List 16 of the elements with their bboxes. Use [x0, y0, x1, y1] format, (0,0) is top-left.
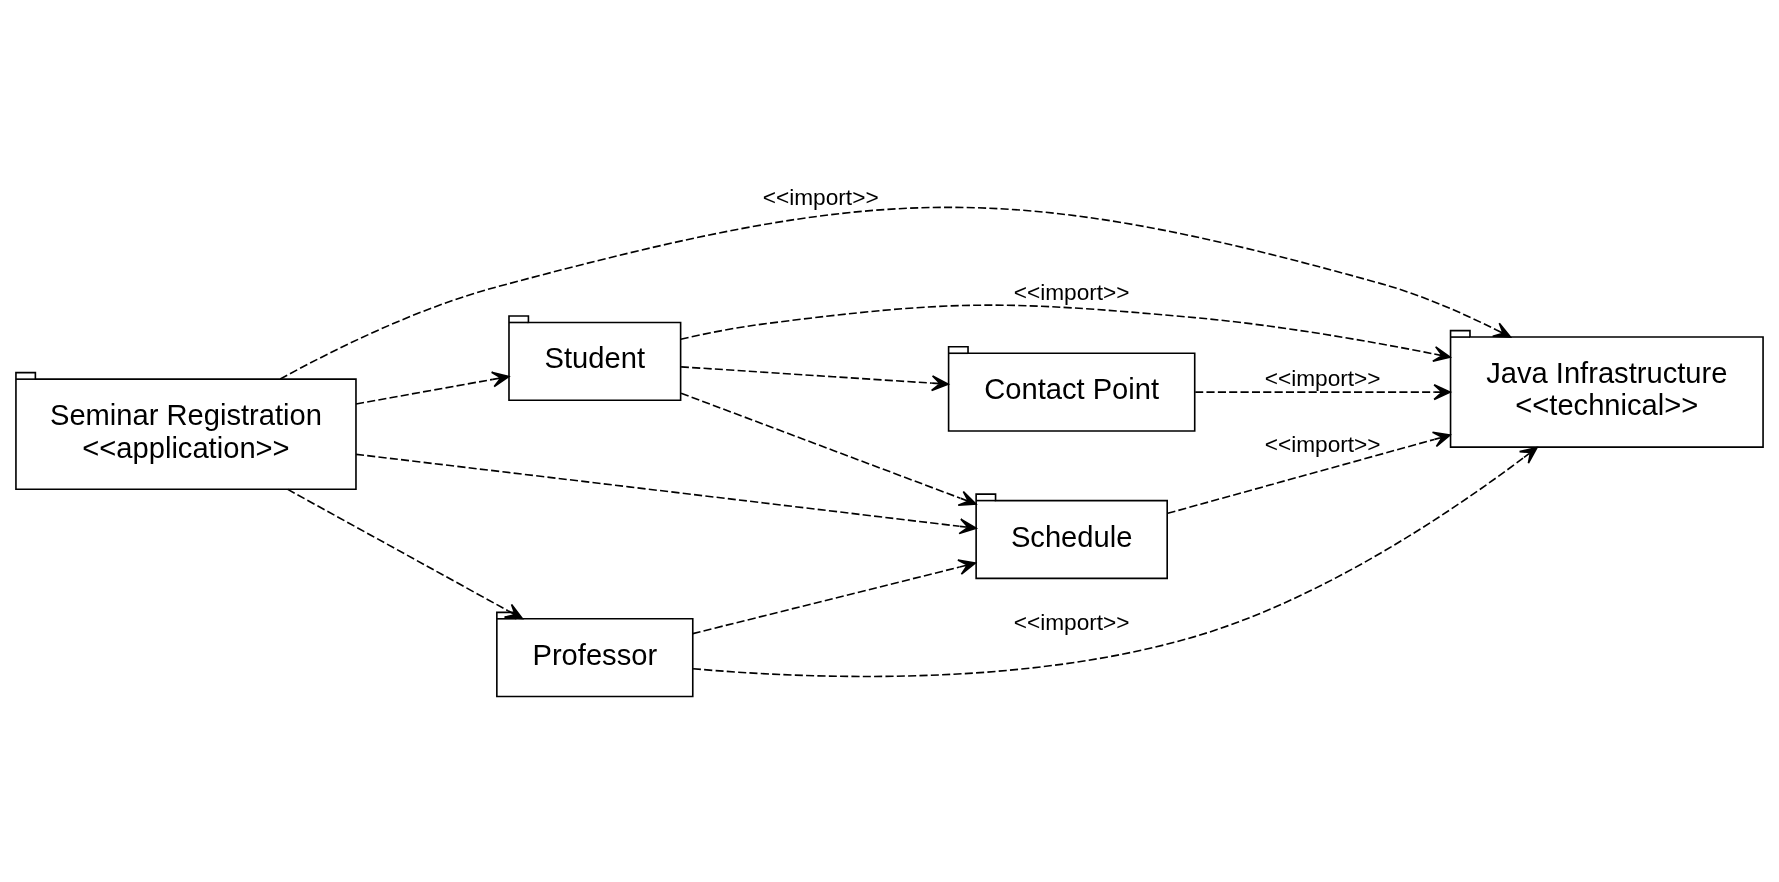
- edge-label: <<import>>: [1013, 278, 1130, 305]
- arrow: [279, 206, 1512, 380]
- arrow: [679, 303, 1451, 362]
- arrow: [1166, 431, 1451, 514]
- arrow: [355, 453, 977, 534]
- arrow: [286, 488, 524, 619]
- arrow: [1194, 383, 1452, 400]
- edge-label: <<import>>: [762, 183, 879, 210]
- arrow: [355, 370, 510, 405]
- arrow: [680, 365, 950, 391]
- edge-label: <<import>>: [1013, 608, 1130, 635]
- arrow: [680, 391, 977, 506]
- arrow: [692, 558, 977, 634]
- arrow: [692, 446, 1538, 677]
- edge-label: <<import>>: [1264, 364, 1381, 391]
- edge-label: <<import>>: [1264, 430, 1381, 457]
